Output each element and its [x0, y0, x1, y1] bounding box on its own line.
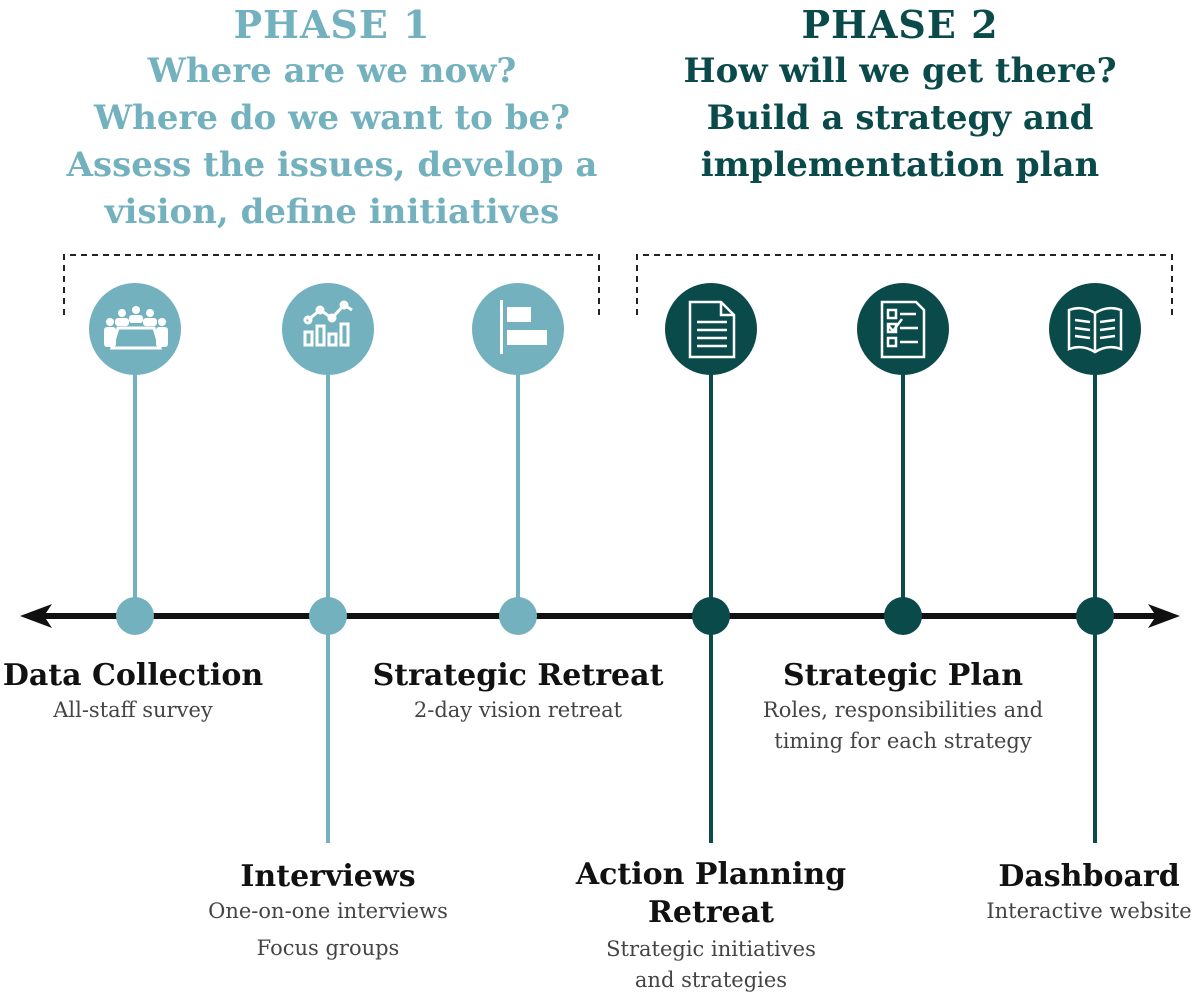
step-title: Strategic Plan [783, 658, 1023, 693]
phase-1-label: PHASE 1 [233, 2, 431, 47]
step-data-collection: Data Collection All-staff survey [0, 657, 266, 726]
phase-2-line: How will we get there? [683, 51, 1117, 91]
axis-right-arrow [1148, 604, 1180, 628]
step-title: Interviews [240, 859, 416, 894]
meeting-table-icon [89, 283, 181, 375]
step-subtitle: and strategies [634, 968, 788, 992]
bar-chart-icon [282, 283, 374, 375]
step-subtitle: One-on-one interviews [208, 899, 448, 923]
step-title: Dashboard [998, 859, 1180, 894]
step-title: Data Collection [2, 658, 264, 693]
checklist-icon [857, 283, 949, 375]
timeline-dot [499, 597, 537, 635]
step-title: Strategic Retreat [372, 658, 664, 693]
step-subtitle: Interactive website [986, 899, 1192, 923]
timeline-dot [116, 597, 154, 635]
step-subtitle: 2-day vision retreat [413, 698, 623, 722]
phase-2-line: Build a strategy and [706, 98, 1094, 138]
timeline-dot [692, 597, 730, 635]
timeline-dot [884, 597, 922, 635]
phase-2-heading: PHASE 2 How will we get there? Build a s… [640, 2, 1160, 189]
phase-1-line: Where do we want to be? [93, 98, 571, 138]
phase-1-heading: PHASE 1 Where are we now? Where do we wa… [60, 2, 604, 236]
axis-left-arrow [20, 604, 52, 628]
phase-1-line: vision, define initiatives [104, 192, 560, 232]
step-title: Action Planning [575, 857, 847, 892]
step-subtitle: Focus groups [256, 936, 400, 960]
timeline-dot [1076, 597, 1114, 635]
step-title: Retreat [647, 895, 775, 930]
step-subtitle: All-staff survey [53, 698, 213, 722]
step-action-planning-retreat: Action Planning Retreat Strategic initia… [556, 856, 866, 996]
timeline-dot [309, 597, 347, 635]
open-book-icon [1049, 283, 1141, 375]
phase-1-line: Assess the issues, develop a [66, 145, 598, 185]
step-subtitle: timing for each strategy [774, 729, 1032, 753]
document-icon [665, 283, 757, 375]
gantt-bars-icon [472, 283, 564, 375]
step-subtitle: Roles, responsibilities and [762, 698, 1044, 722]
step-interviews: Interviews One-on-one interviews Focus g… [198, 858, 458, 964]
phase-1-line: Where are we now? [147, 51, 517, 91]
step-subtitle: Strategic initiatives [606, 937, 816, 961]
step-dashboard: Dashboard Interactive website [980, 858, 1198, 927]
step-strategic-plan: Strategic Plan Roles, responsibilities a… [738, 657, 1068, 757]
step-strategic-retreat: Strategic Retreat 2-day vision retreat [368, 657, 668, 726]
phase-2-line: implementation plan [700, 145, 1100, 185]
phase-2-label: PHASE 2 [801, 2, 999, 47]
